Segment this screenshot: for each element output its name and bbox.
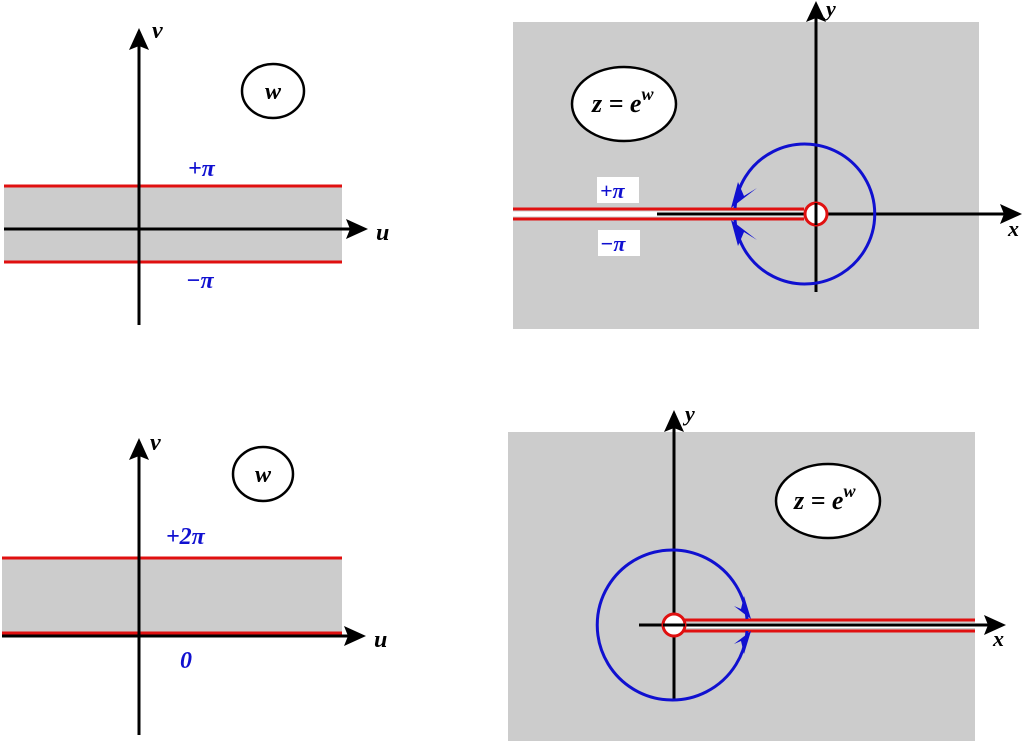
contour-circle	[733, 142, 877, 286]
z-plane-positive-cut-panel: x y z = ew	[508, 401, 1006, 741]
lower-line-label: 0	[180, 648, 192, 674]
contour-arrow-upper	[731, 182, 757, 208]
map-label-ellipse	[570, 65, 678, 143]
map-label: z = ew	[591, 84, 654, 118]
z-plane-negative-cut-panel: x y z = ew +π −π	[513, 0, 1022, 329]
strip-region	[4, 186, 342, 262]
x-axis-label: x	[992, 626, 1004, 651]
lower-line-label: −π	[186, 268, 215, 294]
contour-arrow-lower	[734, 631, 751, 654]
contour-arrow-lower	[731, 220, 757, 246]
contour-circle	[595, 548, 749, 702]
v-axis-label: v	[152, 18, 163, 44]
y-axis-label: y	[823, 0, 836, 21]
map-label-ellipse	[774, 462, 882, 540]
u-axis-label: u	[376, 220, 389, 246]
y-axis-arrowhead	[806, 1, 826, 22]
u-axis-arrowhead	[346, 219, 368, 239]
upper-line-label: +π	[188, 156, 216, 182]
plane-label-ellipse	[231, 445, 295, 503]
w-strip-positive-panel: u v w +2π 0	[2, 430, 387, 735]
y-axis-arrowhead	[664, 410, 684, 432]
w-strip-symmetric-panel: u v w +π −π	[4, 18, 389, 325]
upper-edge-label: +π	[600, 178, 626, 203]
upper-line-label: +2π	[166, 524, 206, 550]
plane-label: w	[255, 462, 272, 488]
u-axis-arrowhead	[344, 626, 366, 646]
plane-label-ellipse	[240, 62, 306, 120]
z-plane-region	[508, 432, 975, 741]
x-axis-arrowhead	[1000, 204, 1022, 224]
u-axis-label: u	[374, 627, 387, 653]
lower-edge-label-bg	[598, 230, 640, 256]
plane-label: w	[265, 79, 282, 105]
contour-arrow-upper	[734, 596, 751, 619]
strip-region	[2, 558, 342, 633]
v-axis-arrowhead	[129, 28, 149, 50]
v-axis-arrowhead	[129, 438, 149, 460]
upper-edge-label-bg	[597, 177, 639, 203]
lower-edge-label: −π	[600, 231, 626, 256]
y-axis-label: y	[682, 401, 695, 426]
x-axis-label: x	[1007, 216, 1019, 241]
v-axis-label: v	[150, 430, 161, 456]
map-label: z = ew	[793, 481, 856, 515]
x-axis-arrowhead	[984, 615, 1006, 635]
